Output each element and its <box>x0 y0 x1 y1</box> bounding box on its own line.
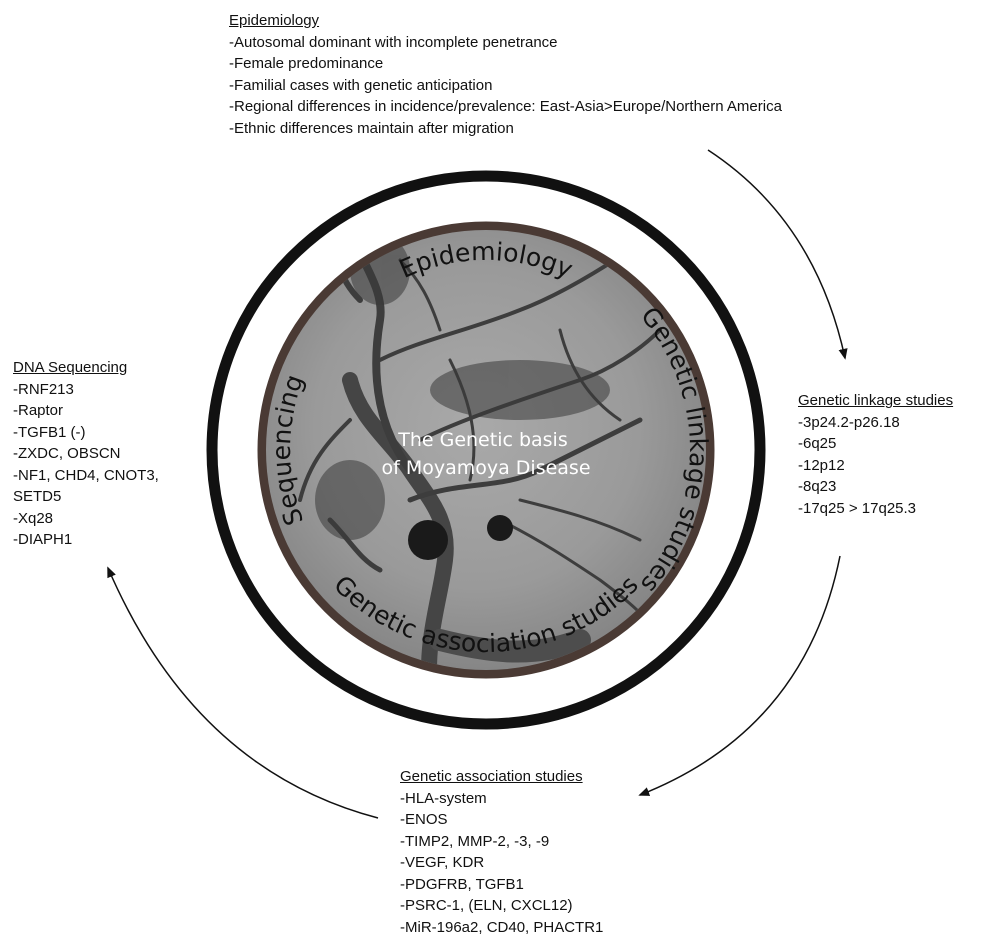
sequencing-item: -DIAPH1 <box>13 529 159 551</box>
epidemiology-heading: Epidemiology <box>229 10 782 32</box>
association-heading: Genetic association studies <box>400 766 603 788</box>
linkage-item: -8q23 <box>798 476 953 498</box>
linkage-heading: Genetic linkage studies <box>798 390 953 412</box>
epidemiology-item: -Ethnic differences maintain after migra… <box>229 118 782 140</box>
association-item: -TIMP2, MMP-2, -3, -9 <box>400 831 603 853</box>
linkage-item: -12p12 <box>798 455 953 477</box>
sequencing-heading: DNA Sequencing <box>13 357 159 379</box>
association-panel: Genetic association studies -HLA-system … <box>400 766 603 938</box>
association-item: -PDGFRB, TGFB1 <box>400 874 603 896</box>
epidemiology-panel: Epidemiology -Autosomal dominant with in… <box>229 10 782 139</box>
sequencing-item: -RNF213 <box>13 379 159 401</box>
linkage-item: -6q25 <box>798 433 953 455</box>
association-item: -VEGF, KDR <box>400 852 603 874</box>
sequencing-item: -Raptor <box>13 400 159 422</box>
linkage-item: -3p24.2-p26.18 <box>798 412 953 434</box>
association-item: -PSRC-1, (ELN, CXCL12) <box>400 895 603 917</box>
linkage-item: -17q25 > 17q25.3 <box>798 498 953 520</box>
sequencing-panel: DNA Sequencing -RNF213 -Raptor -TGFB1 (-… <box>13 357 159 551</box>
sequencing-item: -NF1, CHD4, CNOT3, <box>13 465 159 487</box>
epidemiology-item: -Regional differences in incidence/preva… <box>229 96 782 118</box>
sequencing-item: -Xq28 <box>13 508 159 530</box>
association-item: -MiR-196a2, CD40, PHACTR1 <box>400 917 603 938</box>
epidemiology-item: -Familial cases with genetic anticipatio… <box>229 75 782 97</box>
association-item: -HLA-system <box>400 788 603 810</box>
epidemiology-item: -Female predominance <box>229 53 782 75</box>
sequencing-item: -ZXDC, OBSCN <box>13 443 159 465</box>
sequencing-item: SETD5 <box>13 486 159 508</box>
sequencing-item: -TGFB1 (-) <box>13 422 159 444</box>
association-item: -ENOS <box>400 809 603 831</box>
linkage-panel: Genetic linkage studies -3p24.2-p26.18 -… <box>798 390 953 519</box>
arrow-linkage-to-association <box>640 556 840 795</box>
epidemiology-item: -Autosomal dominant with incomplete pene… <box>229 32 782 54</box>
